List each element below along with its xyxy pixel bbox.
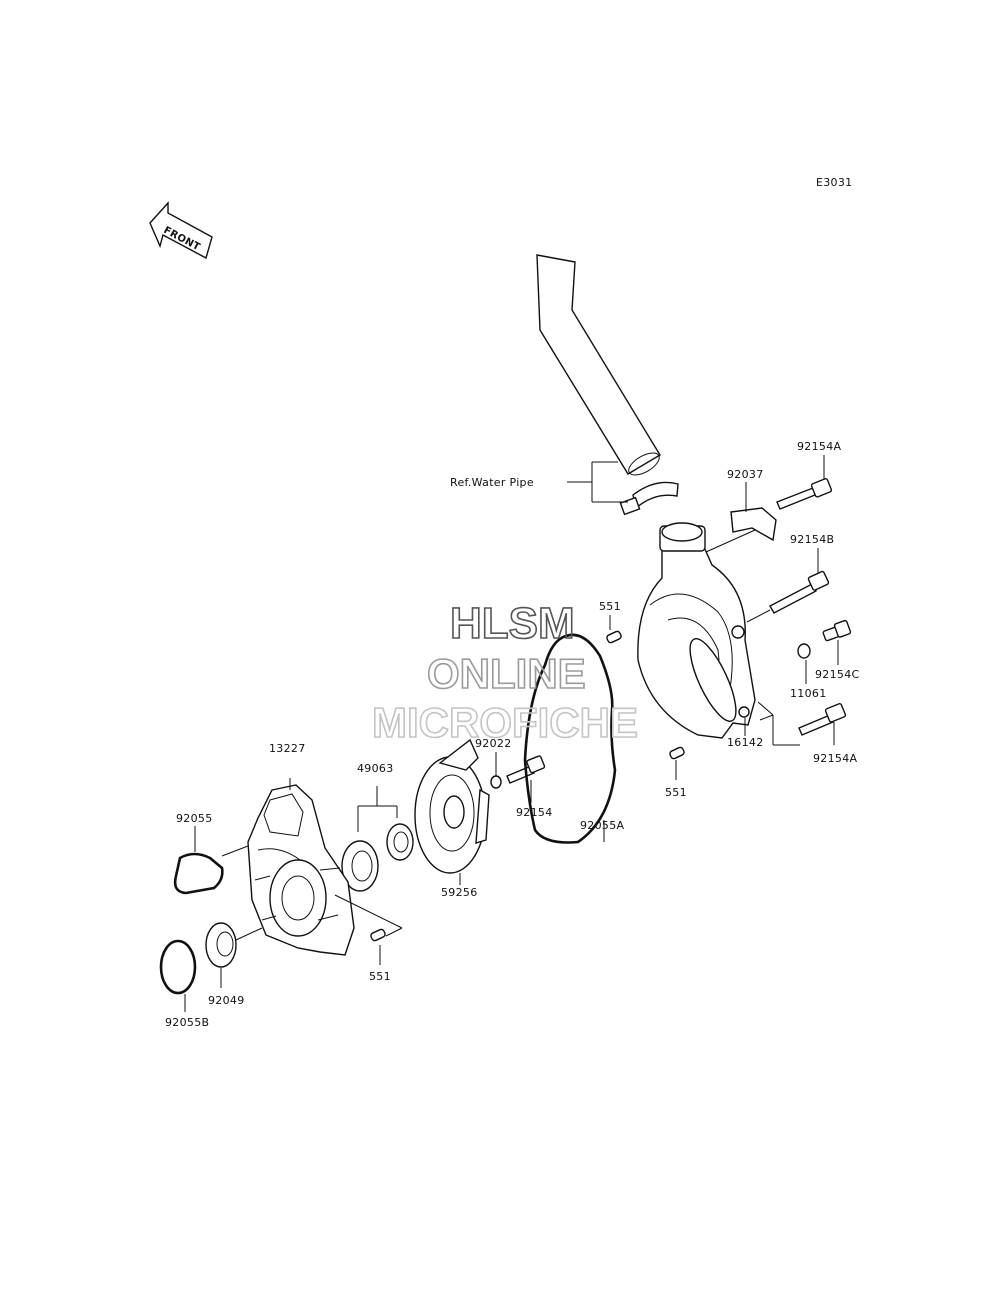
diagram-code: E3031	[816, 176, 852, 189]
water-pump-cover	[637, 522, 756, 739]
label-11061: 11061	[790, 687, 827, 700]
label-551-upper: 551	[599, 600, 621, 613]
label-13227: 13227	[269, 742, 306, 755]
label-92055: 92055	[176, 812, 213, 825]
label-92154C: 92154C	[815, 668, 859, 681]
o-ring-92055	[173, 852, 224, 895]
watermark-line1: HLSM	[450, 599, 575, 648]
label-59256: 59256	[441, 886, 478, 899]
hose-clamp	[619, 481, 679, 516]
label-551-lower: 551	[369, 970, 391, 983]
label-16142: 16142	[727, 736, 764, 749]
water-pipe-hose	[536, 254, 661, 476]
watermark-line2: ONLINE	[427, 650, 586, 697]
bolt-92154B	[746, 570, 830, 623]
dowel-pin-551-lower	[370, 928, 386, 965]
dowel-pin-551-right	[669, 746, 685, 780]
ref-water-pipe-bracket	[567, 461, 628, 503]
bolt-92154	[506, 755, 546, 784]
bolt-92154A-top	[776, 478, 833, 510]
oil-seal-92049	[205, 922, 263, 988]
bracket-92037	[705, 482, 777, 553]
o-ring-92055A	[523, 633, 617, 844]
leader-16142-bolts	[757, 701, 800, 746]
label-92022: 92022	[475, 737, 512, 750]
o-ring-92055B	[159, 939, 197, 995]
bolt-92154C	[822, 619, 852, 642]
washer-92022	[490, 775, 502, 789]
label-49063: 49063	[357, 762, 394, 775]
label-92049: 92049	[208, 994, 245, 1007]
label-92055B: 92055B	[165, 1016, 209, 1029]
label-551-right: 551	[665, 786, 687, 799]
label-92154: 92154	[516, 806, 553, 819]
ref-water-pipe-label: Ref.Water Pipe	[450, 476, 534, 489]
label-92154A-low: 92154A	[813, 752, 857, 765]
mechanical-seal-49063	[341, 786, 414, 892]
label-92055A: 92055A	[580, 819, 624, 832]
impeller-59256	[414, 738, 490, 874]
bolt-92154A-low	[798, 703, 847, 736]
pump-housing-13227	[221, 778, 403, 956]
front-arrow-icon: FRONT	[149, 201, 213, 260]
watermark-line3: MICROFICHE	[372, 699, 638, 746]
label-92154B: 92154B	[790, 533, 834, 546]
washer-11061	[797, 643, 811, 659]
label-92154A-top: 92154A	[797, 440, 841, 453]
label-92037: 92037	[727, 468, 764, 481]
watermark: HLSM ONLINE MICROFICHE	[371, 598, 639, 747]
dowel-pin-551-upper	[606, 615, 622, 644]
